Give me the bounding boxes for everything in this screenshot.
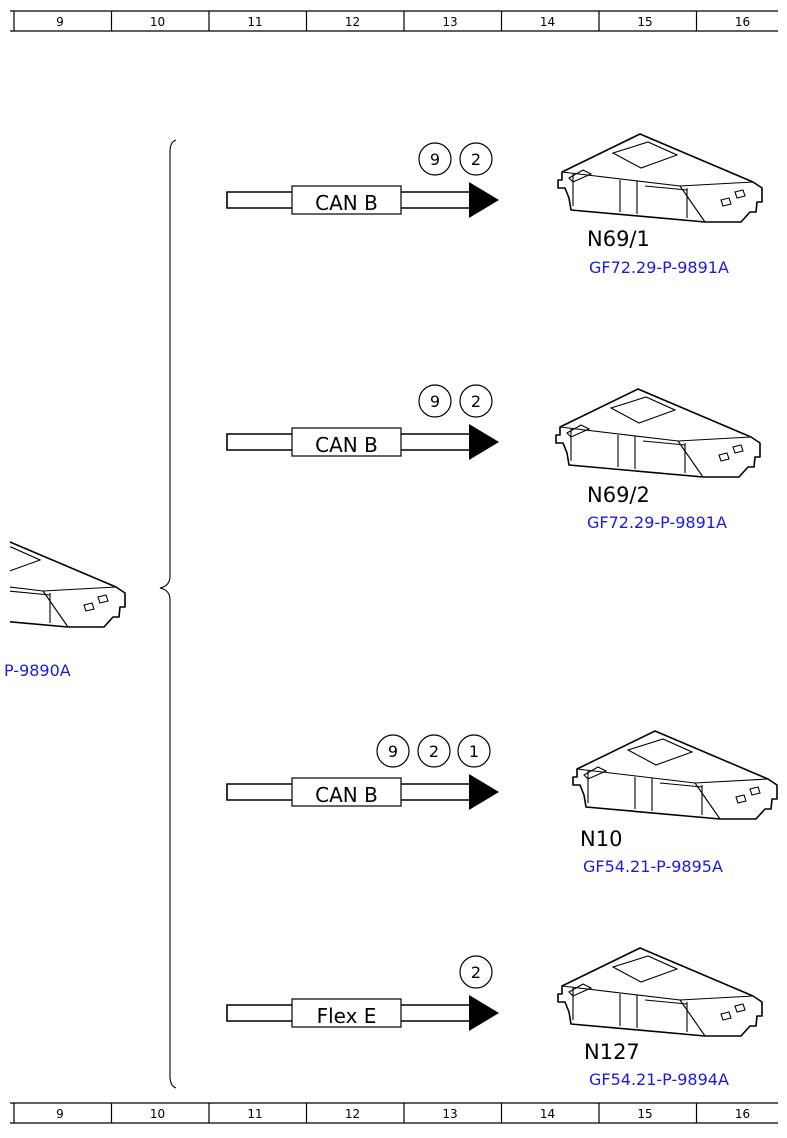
bus-label-box bbox=[291, 998, 402, 1028]
ruler-top-column-15: 15 bbox=[637, 15, 652, 29]
bus-label-box bbox=[291, 777, 402, 807]
bus-label-box bbox=[291, 427, 402, 457]
ruler-bottom-column-10: 10 bbox=[150, 1107, 165, 1121]
bus-label: Flex E bbox=[317, 1004, 377, 1028]
source-unit-reference[interactable]: P-9890A bbox=[4, 661, 71, 680]
column-ruler-bottom: 9 10 11 12 13 14 15 16 bbox=[10, 1102, 778, 1124]
ruler-bottom-column-15: 15 bbox=[637, 1107, 652, 1121]
marker-number: 9 bbox=[430, 392, 440, 411]
ruler-top-column-9: 9 bbox=[56, 15, 64, 29]
bus-label: CAN B bbox=[315, 191, 378, 215]
circled-marker bbox=[417, 734, 451, 768]
arrow-head-icon bbox=[469, 995, 499, 1031]
marker-number: 2 bbox=[471, 963, 481, 982]
bus-brace bbox=[159, 139, 177, 1089]
circled-marker bbox=[459, 955, 493, 989]
control-unit-icon bbox=[555, 388, 761, 478]
ruler-bottom-column-16: 16 bbox=[735, 1107, 750, 1121]
circled-marker bbox=[376, 734, 410, 768]
control-unit-reference-link[interactable]: GF72.29-P-9891A bbox=[589, 258, 729, 277]
circled-marker bbox=[457, 734, 491, 768]
bus-label: CAN B bbox=[315, 433, 378, 457]
control-unit-icon bbox=[10, 538, 126, 628]
control-unit-name: N10 bbox=[580, 827, 622, 851]
ruler-top-column-11: 11 bbox=[247, 15, 262, 29]
marker-number: 2 bbox=[471, 150, 481, 169]
control-unit-icon bbox=[572, 730, 778, 820]
ruler-top-column-16: 16 bbox=[735, 15, 750, 29]
marker-number: 2 bbox=[471, 392, 481, 411]
ruler-bottom-column-13: 13 bbox=[442, 1107, 457, 1121]
control-unit-name: N69/2 bbox=[587, 483, 650, 507]
ruler-top-column-10: 10 bbox=[150, 15, 165, 29]
ruler-top-column-12: 12 bbox=[345, 15, 360, 29]
ruler-top-column-13: 13 bbox=[442, 15, 457, 29]
marker-number: 9 bbox=[430, 150, 440, 169]
marker-number: 1 bbox=[469, 742, 479, 761]
ruler-bottom-column-12: 12 bbox=[345, 1107, 360, 1121]
control-unit-icon bbox=[557, 133, 763, 223]
circled-marker bbox=[459, 142, 493, 176]
column-ruler-top: 9 10 11 12 13 14 15 16 bbox=[10, 10, 778, 32]
circled-marker bbox=[418, 384, 452, 418]
control-unit-name: N69/1 bbox=[587, 227, 650, 251]
control-unit-reference-link[interactable]: GF54.21-P-9894A bbox=[589, 1070, 729, 1089]
marker-number: 9 bbox=[388, 742, 398, 761]
ruler-top-column-14: 14 bbox=[540, 15, 555, 29]
ruler-bottom-column-14: 14 bbox=[540, 1107, 555, 1121]
arrow-head-icon bbox=[469, 182, 499, 218]
source-control-unit bbox=[10, 538, 126, 628]
bus-label-box bbox=[291, 185, 402, 215]
circled-marker bbox=[418, 142, 452, 176]
control-unit-icon bbox=[557, 947, 763, 1037]
control-unit-name: N127 bbox=[584, 1040, 640, 1064]
control-unit-reference-link[interactable]: GF72.29-P-9891A bbox=[587, 513, 727, 532]
circled-marker bbox=[459, 384, 493, 418]
arrow-head-icon bbox=[469, 774, 499, 810]
bus-label: CAN B bbox=[315, 783, 378, 807]
ruler-bottom-column-11: 11 bbox=[247, 1107, 262, 1121]
marker-number: 2 bbox=[429, 742, 439, 761]
ruler-bottom-column-9: 9 bbox=[56, 1107, 64, 1121]
control-unit-reference-link[interactable]: GF54.21-P-9895A bbox=[583, 857, 723, 876]
arrow-head-icon bbox=[469, 424, 499, 460]
